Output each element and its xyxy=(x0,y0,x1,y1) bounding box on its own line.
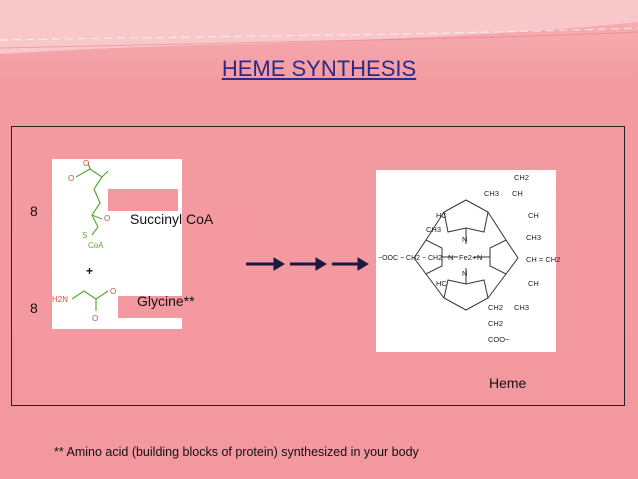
succinyl-o-left: O xyxy=(68,174,74,183)
heme-ch3-left: CH3 xyxy=(426,225,441,234)
heme-ch2-bottom-2: CH2 xyxy=(488,319,503,328)
heme-ch-top: CH xyxy=(512,189,523,198)
heme-fe: Fe2+ xyxy=(459,253,477,262)
reaction-arrows xyxy=(246,257,369,271)
label-backdrop-glycine xyxy=(118,296,182,318)
decorative-top-band xyxy=(0,0,638,54)
succinyl-o-top: O xyxy=(83,159,89,168)
heme-structure-panel: CH2 CH3 CH HC CH CH3 N CH3 −OOC − CH2 − … xyxy=(376,170,560,352)
heme-label: Heme xyxy=(489,375,527,391)
succinyl-coa-label: Succinyl CoA xyxy=(130,211,214,227)
plus-sign: + xyxy=(86,264,93,278)
heme-ch3-bottom: CH3 xyxy=(514,303,529,312)
heme-ch-bottom: CH xyxy=(528,279,539,288)
glycine-label: Glycine** xyxy=(137,293,195,309)
reactant-structures: O O O S CoA + H2N O O xyxy=(52,159,116,323)
heme-n-top: N xyxy=(462,235,467,244)
arrow-icon-1 xyxy=(246,257,285,271)
glycine-o-bottom: O xyxy=(92,314,98,323)
arrow-icon-3 xyxy=(332,257,369,271)
label-backdrop-succinyl xyxy=(108,189,178,211)
glycine-structure xyxy=(71,290,109,311)
heme-ch3-right: CH3 xyxy=(526,233,541,242)
content-frame xyxy=(11,126,625,406)
succinyl-coa-structure xyxy=(75,162,109,236)
succinyl-s: S xyxy=(82,231,87,240)
heme-ch2-top: CH2 xyxy=(514,173,529,182)
heme-n-left: N xyxy=(448,253,453,262)
slide-title: HEME SYNTHESIS xyxy=(221,56,417,81)
heme-vinyl-right: CH = CH2 xyxy=(526,255,560,264)
arrow-icon-2 xyxy=(290,257,327,271)
heme-propionate-left: −OOC − CH2 − CH2 xyxy=(378,255,442,262)
succinyl-coefficient: 8 xyxy=(30,203,38,219)
glycine-coefficient: 8 xyxy=(30,300,38,316)
heme-ch3-top: CH3 xyxy=(484,189,499,198)
heme-hc-bottom: HC xyxy=(436,279,447,288)
heme-structure: CH2 CH3 CH HC CH CH3 N CH3 −OOC − CH2 − … xyxy=(378,173,560,344)
succinyl-o-right: O xyxy=(104,214,110,223)
glycine-o-top: O xyxy=(110,287,116,296)
heme-ch-right: CH xyxy=(528,211,539,220)
heme-ch2-bottom-1: CH2 xyxy=(488,303,503,312)
heme-n-right: N xyxy=(477,253,482,262)
succinyl-coa-label: CoA xyxy=(88,241,104,250)
heme-n-bottom: N xyxy=(462,269,467,278)
glycine-amine: H2N xyxy=(52,295,68,304)
footnote: ** Amino acid (building blocks of protei… xyxy=(54,445,419,459)
heme-coo: COO− xyxy=(488,335,510,344)
heme-hc-left: HC xyxy=(436,211,447,220)
